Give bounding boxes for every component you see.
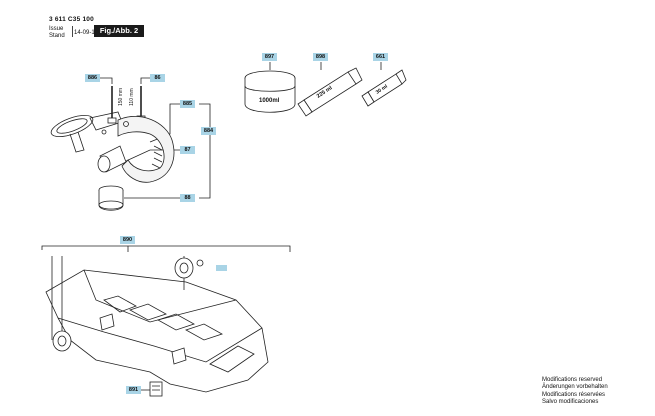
label-plate (149, 381, 163, 397)
blank-callout-marker (216, 265, 227, 271)
leader-884 (199, 103, 211, 199)
callout-86: 86 (150, 74, 165, 82)
callout-661: 661 (373, 53, 388, 61)
screw-small-1 (123, 121, 129, 127)
case-latch-left (99, 313, 115, 331)
callout-884: 884 (201, 127, 216, 135)
figure-label: Fig./Abb. 2 (94, 25, 144, 37)
note-fr: Modifications réservées (542, 391, 606, 398)
knob-body (98, 190, 124, 211)
jar-lid-band (244, 85, 296, 92)
case-latch-right (171, 347, 187, 365)
callout-885: 885 (180, 100, 195, 108)
note-de: Änderungen vorbehalten (542, 384, 608, 391)
case-outline (45, 269, 269, 393)
callout-87: 87 (180, 146, 195, 154)
issue-labels: Issue Stand (49, 26, 65, 40)
case-wheel-right (174, 257, 194, 279)
callout-891: 891 (126, 386, 141, 394)
stand-label: Stand (49, 33, 65, 39)
case-ribs (103, 295, 223, 341)
callout-898: 898 (313, 53, 328, 61)
note-es: Salvo modificaciones (542, 399, 599, 406)
leader-890 (41, 245, 291, 252)
leader-86 (140, 77, 150, 84)
tube-small-cap (361, 91, 375, 107)
tube-small-crimp (395, 69, 407, 85)
note-en: Modifications reserved (542, 377, 603, 383)
case-wheel-left (52, 330, 72, 352)
handle-cap-face (97, 155, 111, 173)
case-wheel-right-hub (179, 262, 189, 274)
clamp-ring (50, 114, 94, 138)
jar-label: 1000ml (259, 98, 280, 104)
dim-bolt-short: 110 mm (129, 88, 135, 106)
tube-large-cap (297, 99, 313, 117)
d-handle (117, 116, 175, 183)
knob-base (98, 200, 124, 210)
issue-label: Issue (49, 26, 64, 32)
dim-bolt-long: 150 mm (118, 88, 124, 106)
jar-body (244, 78, 296, 113)
label-plate-lines (152, 385, 160, 391)
header-separator (72, 26, 73, 37)
leader-886 (100, 77, 113, 84)
case-wheel-left-hub (57, 335, 67, 347)
callout-890: 890 (120, 236, 135, 244)
case-small-part (196, 259, 204, 267)
issue-date: 14-09-15 (74, 30, 99, 36)
callout-897: 897 (262, 53, 277, 61)
case-seam (57, 317, 263, 363)
callout-88: 88 (180, 194, 195, 202)
screw-small-2 (101, 129, 107, 135)
bolt-long-head (107, 117, 117, 124)
clamp-neck (89, 111, 123, 131)
handle-grip-ribs (151, 145, 163, 169)
clamp-tail (69, 131, 85, 153)
modification-notes: Modifications reserved Änderungen vorbeh… (542, 377, 608, 407)
document-number: 3 611 C35 100 (49, 16, 94, 23)
clamp-ring-inner (56, 118, 88, 134)
case-handle (209, 345, 255, 373)
callout-886: 886 (85, 74, 100, 82)
tube-large-crimp (347, 67, 363, 85)
